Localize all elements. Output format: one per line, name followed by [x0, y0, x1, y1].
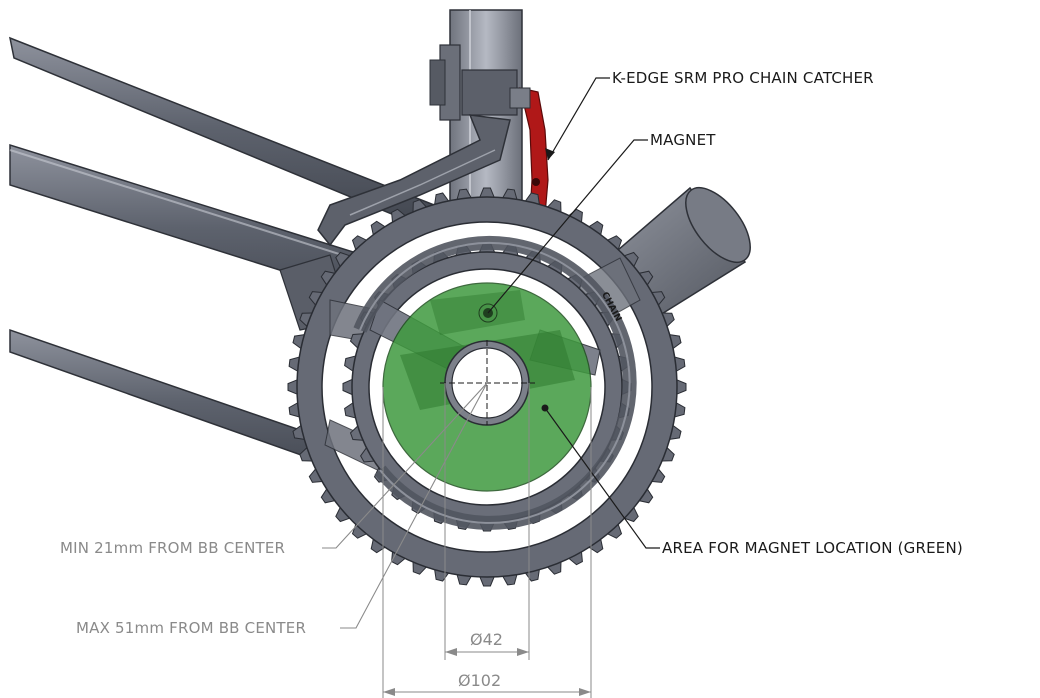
dimension-inner-diameter: Ø42 — [470, 630, 503, 649]
callout-magnet: MAGNET — [650, 131, 716, 149]
magnet-area — [382, 282, 592, 492]
callout-chain-catcher: K-EDGE SRM PRO CHAIN CATCHER — [612, 69, 874, 87]
dimension-lines — [382, 383, 592, 698]
callout-magnet-area: AREA FOR MAGNET LOCATION (GREEN) — [662, 539, 963, 557]
dimension-outer-diameter: Ø102 — [458, 671, 501, 690]
leader-lines — [322, 77, 660, 629]
callout-max-radius: MAX 51mm FROM BB CENTER — [76, 619, 306, 637]
callout-min-radius: MIN 21mm FROM BB CENTER — [60, 539, 285, 557]
front-derailleur — [317, 44, 518, 247]
